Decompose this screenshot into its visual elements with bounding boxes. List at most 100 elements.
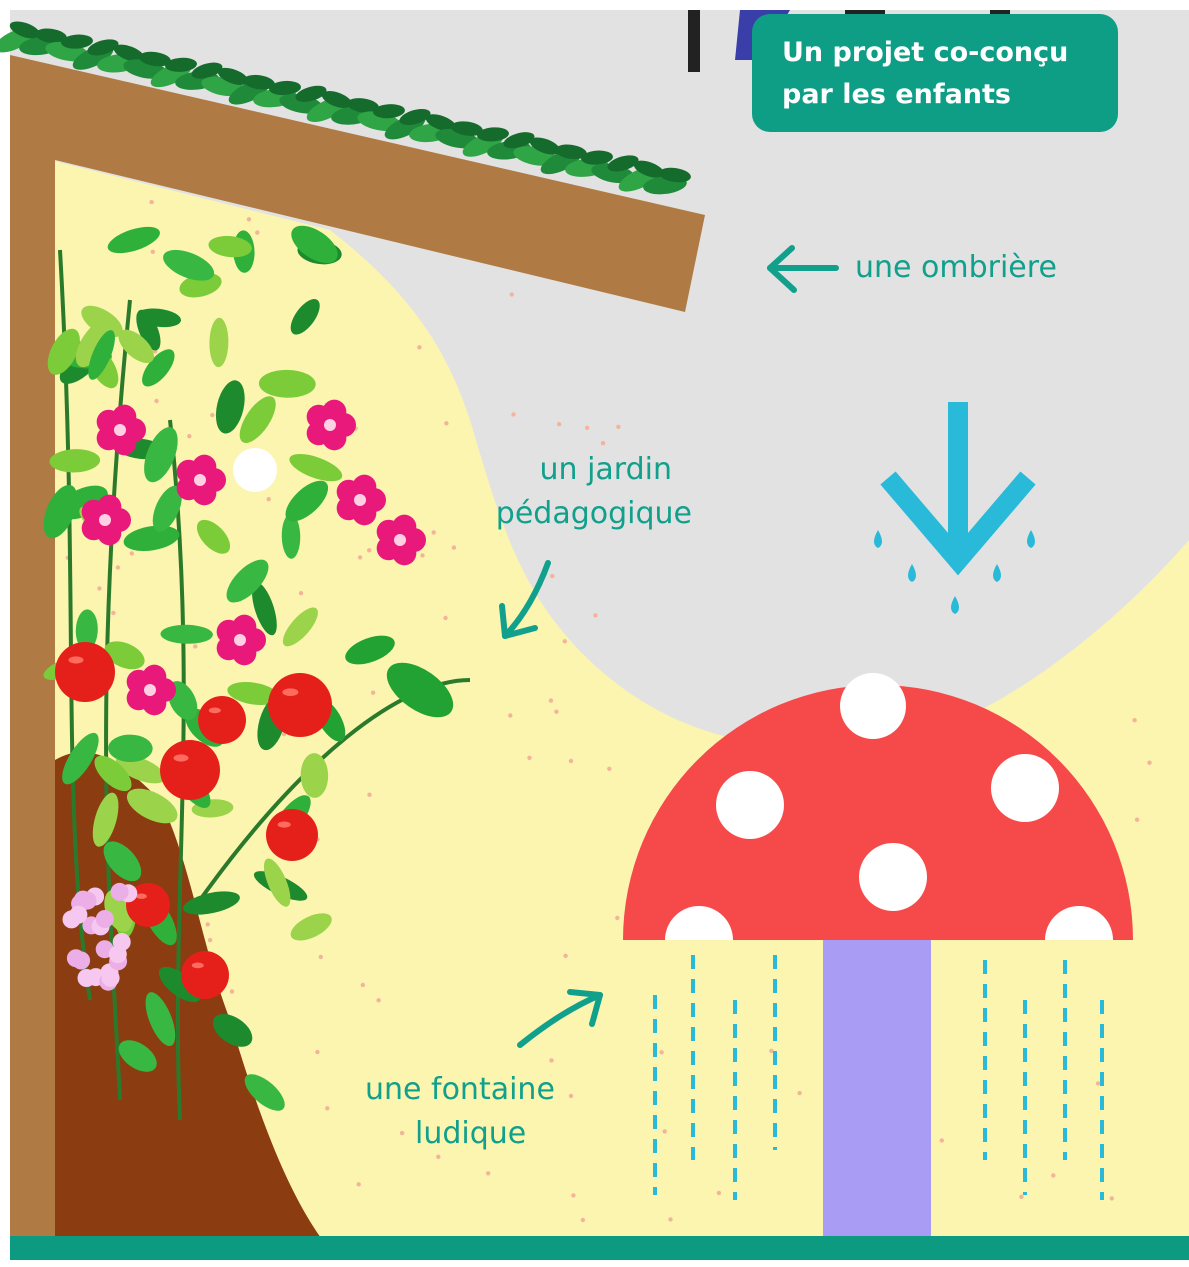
flower-petal: [142, 665, 166, 689]
sand-dot: [549, 1058, 553, 1062]
hydrangea-petal: [102, 969, 120, 987]
flower-center: [394, 534, 406, 546]
hydrangea-petal: [69, 906, 87, 924]
sand-dot: [255, 230, 259, 234]
tomato: [160, 740, 220, 800]
sand-dot: [557, 422, 561, 426]
label-ombriere-text: une ombrière: [855, 246, 1057, 290]
label-jardin-line-2: pédagogique: [470, 492, 692, 536]
flower-petal: [322, 400, 346, 424]
label-jardin: un jardin pédagogique: [470, 448, 692, 536]
sand-dot: [1135, 818, 1139, 822]
sand-dot: [585, 426, 589, 430]
sand-dot: [663, 1129, 667, 1133]
label-fontaine-line-1: une fontaine: [365, 1068, 595, 1112]
flower-petal: [392, 515, 416, 539]
tomato-shine: [174, 754, 189, 761]
hydrangea-petal: [113, 933, 131, 951]
sand-dot: [432, 530, 436, 534]
sand-dot: [527, 756, 531, 760]
flower-center: [99, 514, 111, 526]
sand-dot: [193, 644, 197, 648]
flower-petal: [97, 495, 121, 519]
sand-dot: [444, 421, 448, 425]
sand-dot: [371, 691, 375, 695]
sand-dot: [601, 441, 605, 445]
sand-dot: [111, 611, 115, 615]
sand-dot: [616, 425, 620, 429]
sand-dot: [247, 217, 251, 221]
sand-dot: [511, 412, 515, 416]
sand-dot: [208, 938, 212, 942]
flower-center: [354, 494, 366, 506]
hydrangea-petal: [72, 952, 90, 970]
sand-dot: [357, 1182, 361, 1186]
sand-dot: [361, 983, 365, 987]
sand-dot: [154, 399, 158, 403]
sand-dot: [443, 616, 447, 620]
sand-dot: [549, 698, 553, 702]
label-jardin-line-1: un jardin: [470, 448, 692, 492]
flower-center: [194, 474, 206, 486]
sand-dot: [510, 292, 514, 296]
sand-dot: [376, 998, 380, 1002]
tomato: [55, 642, 115, 702]
mushroom-stem: [823, 940, 931, 1240]
flower-petal: [112, 405, 136, 429]
sand-dot: [1051, 1173, 1055, 1177]
post-top: [688, 10, 700, 72]
sand-dot: [615, 916, 619, 920]
sand-dot: [1019, 1195, 1023, 1199]
sand-dot: [367, 793, 371, 797]
tomato-shine: [209, 708, 221, 714]
flower-center: [234, 634, 246, 646]
sand-dot: [210, 413, 214, 417]
sand-dot: [116, 565, 120, 569]
project-badge: Un projet co-conçu par les enfants: [752, 14, 1118, 132]
sand-dot: [593, 613, 597, 617]
sand-dot: [668, 1217, 672, 1221]
sand-dot: [769, 1049, 773, 1053]
sand-dot: [486, 1171, 490, 1175]
sand-dot: [97, 586, 101, 590]
sand-dot: [569, 759, 573, 763]
sand-dot: [554, 710, 558, 714]
sand-dot: [151, 250, 155, 254]
label-fontaine-line-2: ludique: [365, 1112, 595, 1156]
sand-dot: [187, 434, 191, 438]
badge-line-1: Un projet co-conçu: [782, 32, 1118, 74]
hydrangea-petal: [111, 883, 129, 901]
sand-dot: [299, 591, 303, 595]
sand-dot: [417, 345, 421, 349]
sand-dot: [571, 1193, 575, 1197]
sand-dot: [325, 1106, 329, 1110]
flower-center: [144, 684, 156, 696]
tomato: [266, 809, 318, 861]
sand-dot: [659, 1050, 663, 1054]
sand-dot: [607, 767, 611, 771]
label-fontaine: une fontaine ludique: [365, 1068, 595, 1156]
sand-dot: [452, 545, 456, 549]
sand-dot: [1147, 761, 1151, 765]
tomato-shine: [136, 894, 147, 899]
tomato: [268, 673, 332, 737]
flower-center: [324, 419, 336, 431]
label-ombriere: une ombrière: [855, 246, 1057, 290]
sand-dot: [940, 1138, 944, 1142]
sand-dot: [1096, 1081, 1100, 1085]
sand-dot: [358, 555, 362, 559]
flower-petal: [192, 455, 216, 479]
sand-dot: [130, 551, 134, 555]
flower-petal: [232, 615, 256, 639]
sand-dot: [550, 574, 554, 578]
tomato-shine: [192, 963, 204, 969]
white-flower: [233, 448, 277, 492]
sand-dot: [367, 548, 371, 552]
sand-dot: [1110, 1196, 1114, 1200]
ground-stripe: [10, 1236, 1189, 1260]
flower-center: [114, 424, 126, 436]
sand-dot: [420, 553, 424, 557]
sand-dot: [581, 1218, 585, 1222]
sand-dot: [319, 955, 323, 959]
sand-dot: [508, 713, 512, 717]
